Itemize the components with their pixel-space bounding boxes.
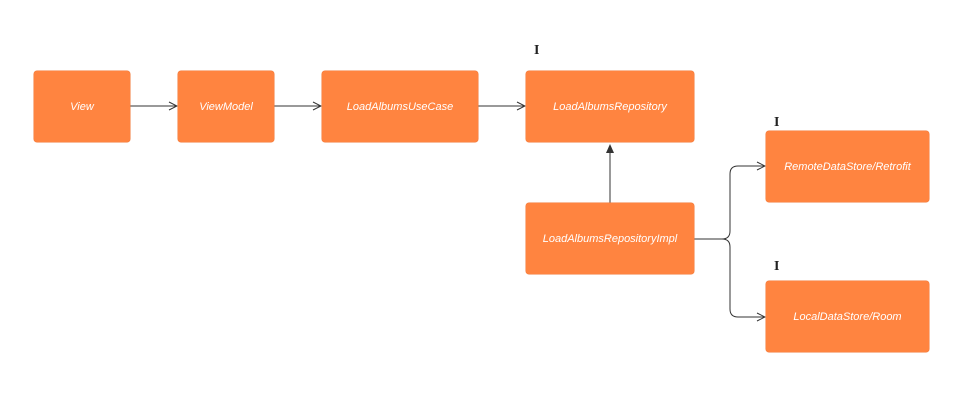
node-view-label: View (70, 100, 94, 113)
edge-impl-to-remote (694, 166, 765, 240)
node-usecase[interactable]: LoadAlbumsUseCase (322, 71, 478, 142)
interface-marker-remote: I (774, 115, 780, 130)
node-viewmodel-label: ViewModel (199, 100, 253, 113)
node-repository-label: LoadAlbumsRepository (553, 100, 667, 113)
node-remote-datastore-label: RemoteDataStore/Retrofit (784, 160, 911, 173)
node-local-datastore[interactable]: LocalDataStore/Room (766, 281, 929, 352)
interface-marker-repository: I (534, 43, 540, 58)
node-view[interactable]: View (34, 71, 130, 142)
edge-impl-to-local (694, 238, 765, 317)
node-usecase-label: LoadAlbumsUseCase (346, 100, 454, 113)
node-repository[interactable]: LoadAlbumsRepository (526, 71, 694, 142)
node-remote-datastore[interactable]: RemoteDataStore/Retrofit (766, 131, 929, 202)
node-repository-impl[interactable]: LoadAlbumsRepositoryImpl (526, 203, 694, 274)
node-viewmodel[interactable]: ViewModel (178, 71, 274, 142)
node-local-datastore-label: LocalDataStore/Room (793, 310, 902, 323)
interface-marker-local: I (774, 259, 780, 274)
node-repository-impl-label: LoadAlbumsRepositoryImpl (542, 232, 678, 245)
